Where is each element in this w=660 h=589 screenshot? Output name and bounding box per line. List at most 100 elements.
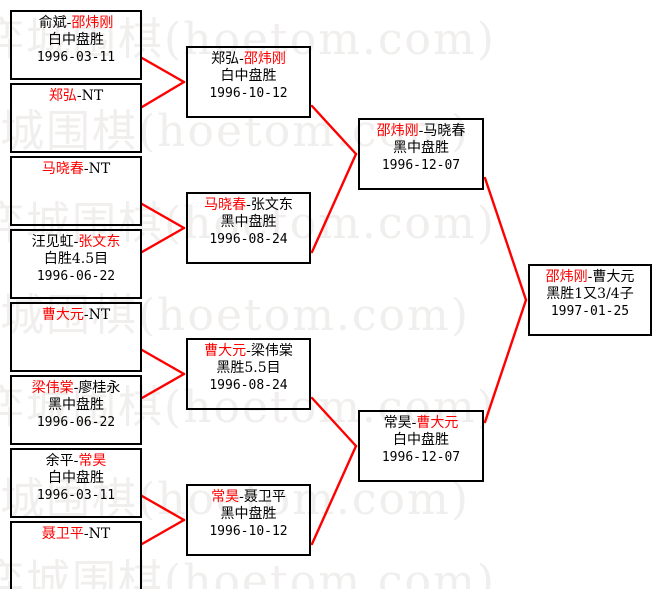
player-separator: -: [411, 415, 417, 431]
match-result: 白胜4.5目: [43, 251, 109, 267]
player-separator: -: [66, 15, 72, 31]
match-result: 黑胜1又3/4子: [546, 286, 634, 302]
match-players: 汪见虹-张文东: [32, 234, 121, 251]
connector-line: [310, 396, 358, 448]
match-date: 1996-06-22: [36, 269, 116, 284]
match-result: 黑中盘胜: [393, 140, 449, 156]
connector-line: [140, 348, 186, 376]
player-left: 郑弘: [211, 51, 240, 67]
match-date: 1996-10-12: [209, 86, 288, 101]
player-separator: -: [418, 123, 424, 139]
match-result: 黑胜5.5目: [216, 360, 281, 376]
match-box[interactable]: 汪见虹-张文东白胜4.5目 1996-06-22: [10, 229, 142, 299]
player-left: 邵炜刚: [545, 269, 588, 285]
match-date: 1996-12-07: [381, 450, 461, 465]
player-right: 邵炜刚: [243, 51, 286, 67]
match-box[interactable]: 梁伟棠-廖桂永黑中盘胜 1996-06-22: [10, 375, 142, 445]
match-box[interactable]: 常昊-聂卫平黑中盘胜 1996-10-12: [186, 484, 311, 556]
match-box[interactable]: 常昊-曹大元白中盘胜 1996-12-07: [358, 410, 484, 482]
player-left: 郑弘: [48, 88, 77, 104]
match-date: 1996-06-22: [36, 415, 116, 430]
player-left: 马晓春: [204, 197, 247, 213]
match-players: 郑弘-邵炜刚: [211, 51, 286, 68]
connector-line: [483, 298, 528, 424]
match-players: 梁伟棠-廖桂永: [32, 380, 121, 397]
player-right: 聂卫平: [243, 489, 286, 505]
player-separator: -: [83, 307, 89, 323]
match-players: 邵炜刚-马晓春: [377, 123, 466, 140]
player-right: NT: [88, 526, 111, 542]
player-separator: -: [73, 380, 79, 396]
player-separator: -: [587, 269, 593, 285]
match-box[interactable]: 曹大元-NT: [10, 302, 142, 372]
player-left: 汪见虹: [31, 234, 74, 250]
connector-line: [140, 372, 186, 400]
match-date: 1996-10-12: [209, 524, 288, 539]
match-date: 1996-12-07: [381, 158, 461, 173]
player-separator: -: [239, 51, 244, 67]
connector-line: [140, 518, 186, 546]
connector-line: [310, 152, 358, 254]
match-box[interactable]: 聂卫平-NT: [10, 521, 142, 589]
player-left: 常昊: [383, 415, 412, 431]
player-separator: -: [246, 343, 251, 359]
match-result: 白中盘胜: [220, 68, 277, 84]
match-date: 1996-08-24: [209, 378, 288, 393]
match-box[interactable]: 余平-常昊白中盘胜 1996-03-11: [10, 448, 142, 518]
player-right: 曹大元: [592, 269, 635, 285]
match-result: 白中盘胜: [393, 432, 449, 448]
match-players: 聂卫平-NT: [42, 526, 110, 543]
player-right: 马晓春: [423, 123, 466, 139]
connector-line: [140, 494, 186, 522]
match-result: 黑中盘胜: [220, 506, 277, 522]
player-separator: -: [246, 197, 251, 213]
player-left: 常昊: [211, 489, 240, 505]
player-right: 梁伟棠: [250, 343, 293, 359]
player-left: 梁伟棠: [31, 380, 74, 396]
player-separator: -: [83, 161, 89, 177]
match-result: 黑中盘胜: [220, 214, 277, 230]
player-left: 曹大元: [41, 307, 84, 323]
match-box[interactable]: 郑弘-邵炜刚白中盘胜 1996-10-12: [186, 46, 311, 118]
player-right: NT: [81, 88, 104, 104]
match-players: 马晓春-张文东: [204, 197, 293, 214]
match-date: 1996-03-11: [36, 488, 116, 503]
connector-line: [140, 56, 186, 84]
match-players: 邵炜刚-曹大元: [546, 269, 635, 286]
match-date: 1997-01-25: [550, 304, 630, 319]
player-left: 邵炜刚: [376, 123, 419, 139]
match-box[interactable]: 俞斌-邵炜刚白中盘胜 1996-03-11: [10, 10, 142, 80]
player-left: 聂卫平: [41, 526, 84, 542]
player-separator: -: [73, 234, 79, 250]
connector-line: [310, 444, 358, 546]
match-box[interactable]: 郑弘-NT: [10, 83, 142, 153]
match-box[interactable]: 马晓春-NT: [10, 156, 142, 226]
match-date: 1996-03-11: [36, 50, 116, 65]
match-players: 常昊-聂卫平: [211, 489, 286, 506]
connector-line: [140, 202, 186, 230]
player-right: 张文东: [250, 197, 293, 213]
player-right: NT: [88, 161, 111, 177]
player-right: 曹大元: [416, 415, 459, 431]
match-players: 曹大元-NT: [42, 307, 110, 324]
match-box[interactable]: 曹大元-梁伟棠黑胜5.5目 1996-08-24: [186, 338, 311, 410]
match-players: 俞斌-邵炜刚: [39, 15, 114, 32]
player-left: 俞斌: [38, 15, 67, 31]
match-players: 常昊-曹大元: [384, 415, 459, 432]
match-box[interactable]: 邵炜刚-曹大元黑胜1又3/4子 1997-01-25: [528, 264, 652, 336]
player-right: 廖桂永: [78, 380, 121, 396]
player-left: 曹大元: [204, 343, 247, 359]
match-box[interactable]: 邵炜刚-马晓春黑中盘胜 1996-12-07: [358, 118, 484, 190]
player-separator: -: [83, 526, 89, 542]
match-result: 黑中盘胜: [48, 397, 104, 413]
player-right: 张文东: [78, 234, 121, 250]
player-separator: -: [76, 88, 82, 104]
match-players: 曹大元-梁伟棠: [204, 343, 293, 360]
match-result: 白中盘胜: [48, 470, 104, 486]
match-players: 余平-常昊: [46, 453, 107, 470]
player-separator: -: [239, 489, 244, 505]
match-result: 白中盘胜: [48, 32, 104, 48]
match-players: 马晓春-NT: [42, 161, 110, 178]
